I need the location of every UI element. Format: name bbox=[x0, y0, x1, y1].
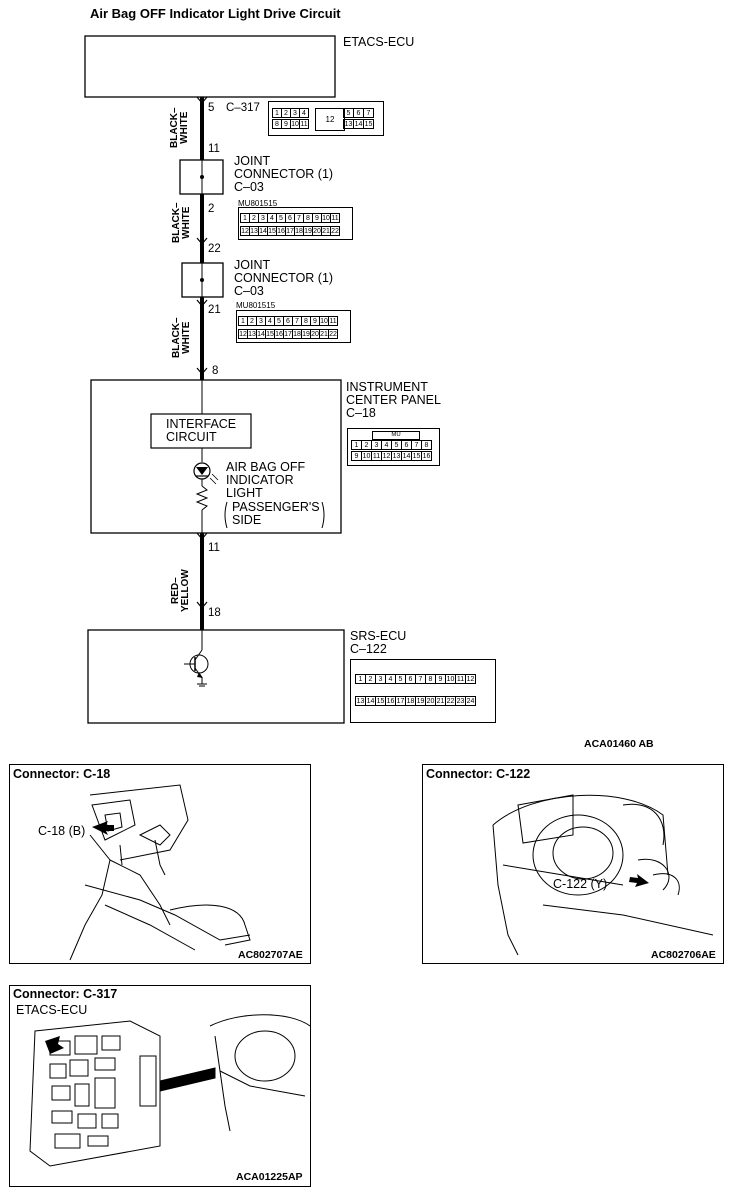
etacs-ecu-label: ETACS-ECU bbox=[343, 35, 415, 49]
joint1-label: JOINT CONNECTOR (1) C–03 bbox=[234, 154, 334, 194]
connector-pin: 11 bbox=[328, 316, 338, 326]
interface-circuit-box bbox=[150, 413, 252, 449]
wire1-color: BLACK–WHITE bbox=[169, 107, 190, 148]
etacs-connector-id: C–317 bbox=[226, 102, 260, 114]
c122-code: AC802706AE bbox=[651, 949, 716, 961]
etacs-pin-12: 12 bbox=[315, 108, 345, 131]
connector-pin: 22 bbox=[328, 329, 338, 339]
connector-pin: 22 bbox=[330, 226, 340, 236]
connector-pin: 24 bbox=[465, 696, 476, 706]
joint1-part-number: MU801515 bbox=[238, 199, 278, 208]
connector-pin: 7 bbox=[363, 108, 374, 118]
wire2-color: BLACK–WHITE bbox=[171, 202, 192, 243]
indicator-label: AIR BAG OFF INDICATOR LIGHT bbox=[226, 460, 306, 500]
panel-c122: Connector: C-122 C-122 (Y) AC802706AE bbox=[422, 764, 724, 964]
etacs-ecu-box bbox=[84, 35, 336, 98]
connector-pin: 11 bbox=[330, 213, 340, 223]
c18-code: AC802707AE bbox=[238, 949, 303, 961]
panel-c122-title: Connector: C-122 bbox=[426, 767, 531, 781]
joint2-part-number: MU801515 bbox=[236, 301, 276, 310]
c18-arrow-icon bbox=[92, 821, 114, 835]
icp-tag: MU bbox=[372, 431, 420, 440]
panel-c317: Connector: C-317 ETACS-ECU ACA01225AP bbox=[9, 985, 311, 1187]
c317-illustration bbox=[29, 1014, 310, 1167]
instrument-panel-box bbox=[90, 379, 342, 534]
wire3-color: BLACK–WHITE bbox=[171, 317, 192, 358]
c317-code: ACA01225AP bbox=[236, 1171, 303, 1183]
panel-c18: Connector: C-18 C-18 (B) AC802707AE bbox=[9, 764, 311, 964]
connector-pin: 8 bbox=[421, 440, 432, 450]
wire4-pin-bottom: 18 bbox=[208, 607, 221, 619]
joint2-pin-top: 21 bbox=[208, 304, 221, 316]
indicator-side-label: PASSENGER'S SIDE bbox=[232, 500, 320, 527]
connector-pin: 12 bbox=[465, 674, 476, 684]
wire3-pin-bottom: 8 bbox=[212, 365, 219, 377]
c317-arrow-icon bbox=[45, 1036, 64, 1054]
panel-c18-title: Connector: C-18 bbox=[13, 767, 111, 781]
c18-illustration bbox=[69, 784, 251, 961]
etacs-pin: 5 bbox=[208, 102, 215, 114]
wire4-pin-top: 11 bbox=[208, 542, 220, 554]
c122-callout: C-122 (Y) bbox=[553, 877, 608, 891]
srs-ecu-box bbox=[87, 629, 345, 724]
interface-circuit-label: INTERFACE CIRCUIT bbox=[166, 417, 237, 444]
c122-arrow-icon bbox=[629, 874, 649, 887]
wiring-diagram bbox=[84, 35, 345, 724]
wire1-pin-bottom: 11 bbox=[208, 143, 220, 155]
connector-pin: 16 bbox=[421, 451, 432, 461]
connector-pin: 4 bbox=[299, 108, 309, 118]
joint2-label: JOINT CONNECTOR (1) C–03 bbox=[234, 258, 334, 298]
diagram-code: ACA01460 AB bbox=[584, 738, 654, 750]
joint1-pin-bottom: 2 bbox=[208, 203, 215, 215]
wire2-pin-bottom: 22 bbox=[208, 243, 221, 255]
connector-pin: 11 bbox=[299, 119, 309, 129]
c18-callout: C-18 (B) bbox=[38, 824, 86, 838]
resistor-icon bbox=[195, 485, 209, 511]
connector-pin: 15 bbox=[363, 119, 374, 129]
wire4-color: RED–YELLOW bbox=[170, 569, 191, 612]
icp-label: INSTRUMENT CENTER PANEL C–18 bbox=[346, 380, 441, 420]
diagram-title: Air Bag OFF Indicator Light Drive Circui… bbox=[90, 6, 341, 21]
panel-c317-subtitle: ETACS-ECU bbox=[16, 1003, 88, 1017]
panel-c317-title: Connector: C-317 bbox=[13, 987, 118, 1001]
srs-label: SRS-ECU C–122 bbox=[350, 629, 407, 656]
c122-illustration bbox=[492, 794, 714, 956]
